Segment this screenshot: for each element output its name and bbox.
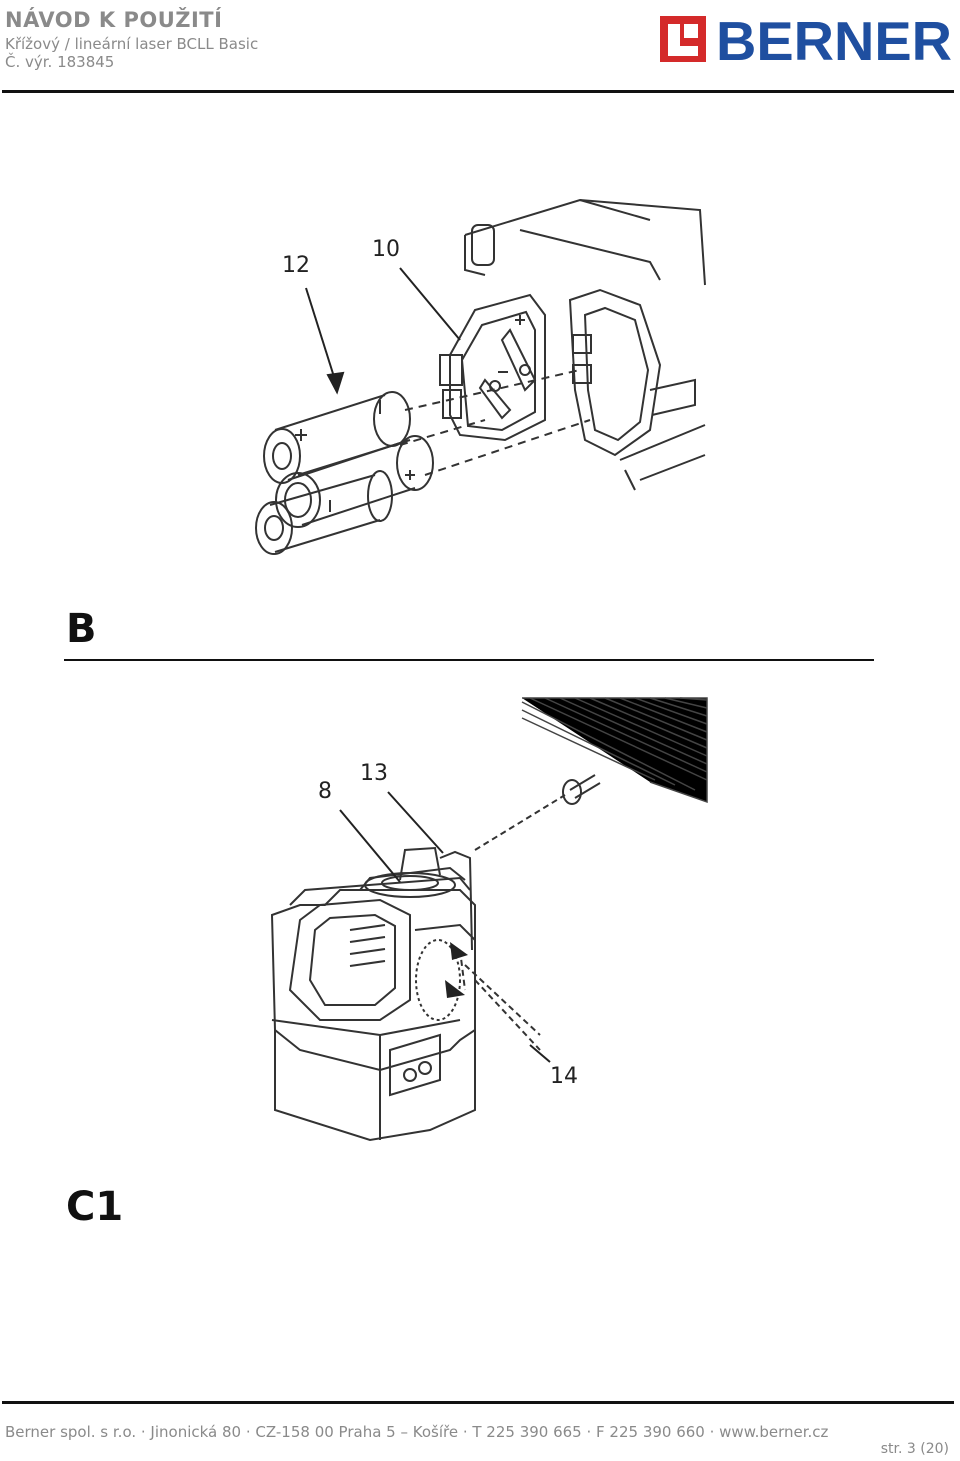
callout-13: 13 (360, 761, 388, 786)
callout-12: 12 (282, 253, 310, 278)
figure-b-rule (64, 659, 874, 661)
page-number: str. 3 (20) (880, 1441, 949, 1457)
figure-c1-label: C1 (66, 1184, 124, 1230)
callout-14: 14 (550, 1064, 578, 1089)
wall-hatching (521, 697, 708, 804)
footer-rule (2, 1401, 954, 1404)
callout-8: 8 (318, 779, 332, 804)
document-title: NÁVOD K POUŽITÍ (5, 8, 223, 32)
logo-text: BERNER (716, 14, 952, 64)
product-name: Křížový / lineární laser BCLL Basic (5, 35, 259, 53)
berner-logo: BERNER (660, 14, 952, 64)
callout-10: 10 (372, 237, 400, 262)
figure-c1-illustration: 8 13 14 (270, 697, 708, 1142)
footer-address: Berner spol. s r.o. · Jinonická 80 · CZ-… (5, 1423, 829, 1441)
article-number: Č. výr. 183845 (5, 53, 115, 71)
figure-b-illustration: 12 10 (255, 198, 706, 555)
header-rule (2, 90, 954, 93)
figure-b-label: B (66, 606, 97, 652)
